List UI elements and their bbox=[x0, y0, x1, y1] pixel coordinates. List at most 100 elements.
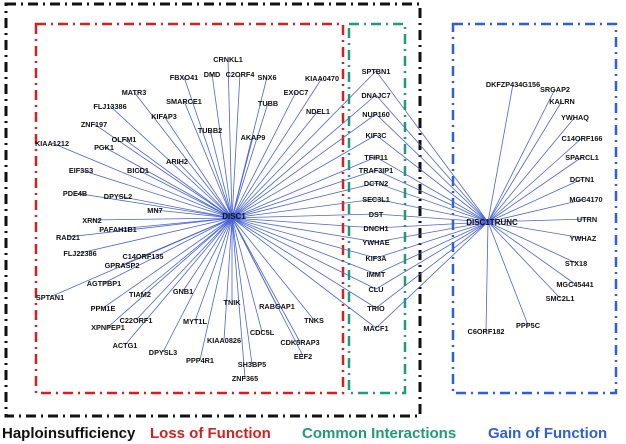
edge-disc1-dst bbox=[231, 213, 377, 219]
edge-disc1-matr3 bbox=[133, 91, 233, 219]
gene-node-sptan1: SPTAN1 bbox=[36, 293, 64, 302]
edge-disc1-dmd bbox=[211, 73, 233, 219]
edge-disc1-exoc7 bbox=[231, 91, 297, 219]
gene-node-c14orf166: C14ORF166 bbox=[562, 134, 603, 143]
edge-disc1-bicd1 bbox=[137, 169, 233, 219]
gene-node-kif3c: KIF3C bbox=[365, 131, 387, 140]
gene-node-crnkl1: CRNKL1 bbox=[213, 55, 243, 64]
gene-node-bicd1: BICD1 bbox=[127, 166, 149, 175]
gene-node-immt: IMMT bbox=[367, 270, 386, 279]
edge-disc1-sptbn1 bbox=[231, 70, 377, 219]
edge-disc1trunc-ywhaz bbox=[487, 221, 584, 239]
gene-node-dnajc7: DNAJC7 bbox=[361, 91, 390, 100]
gene-node-snx6: SNX6 bbox=[257, 73, 276, 82]
edge-disc1-flj13386 bbox=[109, 105, 233, 219]
gene-node-xrn2: XRN2 bbox=[82, 216, 101, 225]
legend-loss-of-function: Loss of Function bbox=[150, 425, 271, 442]
gene-node-eif3s3: EIF3S3 bbox=[69, 166, 93, 175]
gene-node-dctn1: DCTN1 bbox=[570, 175, 594, 184]
gene-node-matr3: MATR3 bbox=[122, 88, 147, 97]
edge-disc1trunc-stx18 bbox=[487, 221, 577, 264]
gene-node-znf197: ZNF197 bbox=[81, 120, 107, 129]
gene-node-myt1l: MYT1L bbox=[183, 317, 207, 326]
gene-node-mgc4170: MGC4170 bbox=[569, 195, 602, 204]
edge-disc1-eef2 bbox=[231, 217, 304, 357]
edge-disc1trunc-utrn bbox=[487, 218, 588, 223]
edge-disc1-kiaa0826 bbox=[223, 217, 233, 341]
edge-disc1trunc-dkfzp434g156 bbox=[487, 83, 514, 223]
gene-node-dpysl2: DPYSL2 bbox=[104, 192, 132, 201]
edge-disc1-trio bbox=[231, 217, 377, 309]
gene-node-ywhaq: YWHAQ bbox=[561, 113, 589, 122]
edge-disc1-eif3s3 bbox=[80, 169, 233, 219]
hub-disc1trunc: DISC1TRUNC bbox=[466, 218, 518, 227]
edges-layer bbox=[49, 58, 588, 379]
gene-node-cdc5l: CDC5L bbox=[250, 328, 275, 337]
edge-disc1-crnkl1 bbox=[227, 58, 233, 219]
edge-disc1-ndel1 bbox=[231, 110, 319, 219]
gene-node-dpysl3: DPYSL3 bbox=[149, 348, 177, 357]
edge-disc1-akap9 bbox=[231, 136, 254, 219]
edge-disc1trunc-kif3a bbox=[375, 221, 489, 259]
edge-disc1trunc-immt bbox=[375, 221, 489, 275]
edge-disc1trunc-c6orf182 bbox=[485, 221, 489, 332]
edge-disc1-flj22386 bbox=[79, 217, 233, 254]
gene-node-rad21: RAD21 bbox=[56, 233, 80, 242]
gene-node-rabgap1: RABGAP1 bbox=[259, 302, 295, 311]
gene-node-arih2: ARIH2 bbox=[166, 157, 188, 166]
edge-disc1-znf197 bbox=[93, 123, 233, 219]
gene-node-c6orf182: C6ORF182 bbox=[468, 327, 505, 336]
edge-disc1-cdk5rap3 bbox=[231, 217, 301, 343]
gene-node-nup160: NUP160 bbox=[362, 110, 390, 119]
edge-disc1-dnch1 bbox=[231, 217, 377, 229]
edge-disc1trunc-dctn2 bbox=[375, 182, 489, 223]
edge-disc1trunc-macf1 bbox=[375, 221, 489, 329]
edge-disc1trunc-dctn1 bbox=[487, 178, 583, 223]
edge-disc1-ppm1e bbox=[102, 217, 233, 309]
edge-disc1-znf365 bbox=[231, 217, 246, 379]
edge-disc1-traf3ip1 bbox=[231, 169, 377, 219]
edge-disc1trunc-ywhae bbox=[375, 221, 489, 243]
edge-disc1-tiam2 bbox=[139, 217, 233, 295]
edge-disc1trunc-kif3c bbox=[375, 134, 489, 223]
edge-disc1trunc-tfip11 bbox=[375, 156, 489, 223]
gene-node-c14orf135: C14ORF135 bbox=[123, 252, 164, 261]
legend-common-interactions: Common Interactions bbox=[302, 425, 457, 442]
edge-disc1-xrn2 bbox=[91, 217, 233, 221]
edge-disc1-cdc5l bbox=[231, 217, 263, 333]
gene-node-sparcl1: SPARCL1 bbox=[565, 153, 599, 162]
edge-disc1-ywhae bbox=[231, 217, 377, 243]
edge-disc1-sptan1 bbox=[49, 217, 233, 298]
gene-node-gprasp2: GPRASP2 bbox=[105, 261, 140, 270]
gain-of-function-box bbox=[451, 22, 618, 395]
gene-node-akap9: AKAP9 bbox=[241, 133, 266, 142]
edge-disc1-rad21 bbox=[67, 217, 233, 238]
gene-node-clu: CLU bbox=[369, 285, 384, 294]
edge-disc1-mn7 bbox=[154, 209, 233, 219]
gene-node-mgc45441: MGC45441 bbox=[556, 280, 593, 289]
gene-node-kalrn: KALRN bbox=[549, 97, 575, 106]
edge-disc1-tfip11 bbox=[231, 156, 377, 219]
edge-disc1-actg1 bbox=[124, 217, 233, 346]
edge-disc1-dnajc7 bbox=[231, 94, 377, 219]
gene-node-trio: TRIO bbox=[367, 304, 385, 313]
gene-node-dnch1: DNCH1 bbox=[363, 224, 388, 233]
gene-node-pde4b: PDE4B bbox=[63, 189, 87, 198]
edge-disc1trunc-ywhaq bbox=[487, 116, 576, 223]
edge-disc1-smarce1 bbox=[183, 100, 233, 219]
gene-node-sptbn1: SPTBN1 bbox=[362, 67, 391, 76]
edge-disc1-dpysl2 bbox=[117, 195, 233, 219]
edge-disc1trunc-mgc4170 bbox=[487, 198, 587, 223]
gene-node-c2orf4: C2ORF4 bbox=[226, 70, 256, 79]
gene-node-znf365: ZNF365 bbox=[232, 374, 258, 383]
gene-node-actg1: ACTG1 bbox=[113, 341, 138, 350]
edge-disc1-immt bbox=[231, 217, 377, 275]
gene-node-exoc7: EXOC7 bbox=[284, 88, 309, 97]
gene-node-tnks: TNKS bbox=[304, 316, 324, 325]
legend-haploinsufficiency: Haploinsufficiency bbox=[2, 425, 136, 442]
gene-node-flj22386: FLJ22386 bbox=[63, 249, 96, 258]
gene-node-smc2l1: SMC2L1 bbox=[546, 294, 575, 303]
edge-disc1-kif3a bbox=[231, 217, 377, 259]
edge-disc1trunc-ppp5c bbox=[487, 221, 529, 326]
edge-disc1-xpnpep1 bbox=[107, 217, 233, 328]
